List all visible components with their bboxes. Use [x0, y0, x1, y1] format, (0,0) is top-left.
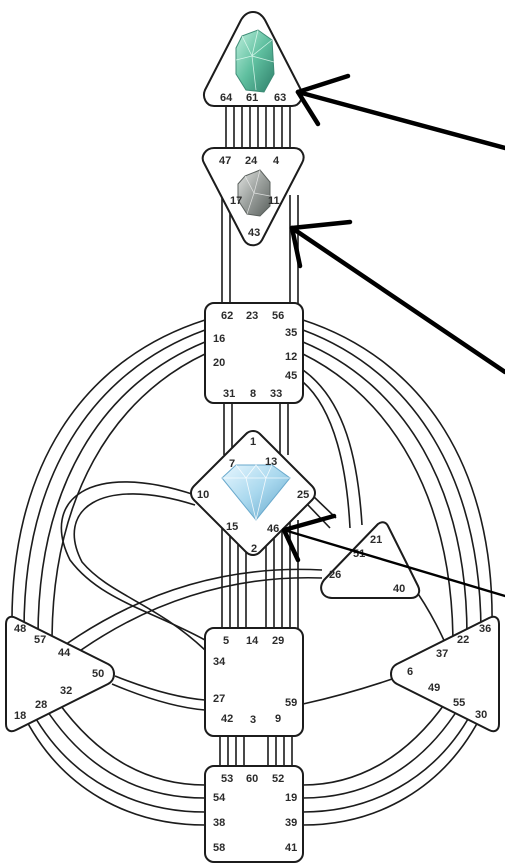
gate-29: 29	[272, 635, 284, 647]
solar-plexus-center[interactable]: 36 22 37 6 49 55 30	[390, 615, 500, 733]
gate-31: 31	[223, 388, 235, 400]
gate-7: 7	[229, 458, 235, 470]
gate-2: 2	[251, 543, 257, 555]
gate-47: 47	[219, 155, 231, 167]
gate-35: 35	[285, 327, 297, 339]
gate-32: 32	[60, 685, 72, 697]
channels	[11, 104, 493, 826]
gate-41: 41	[285, 842, 297, 854]
heart-center[interactable]: 21 51 26 40	[320, 521, 421, 599]
green-crystal-icon	[235, 29, 275, 93]
gate-21: 21	[370, 534, 382, 546]
gate-12: 12	[285, 351, 297, 363]
gate-22: 22	[457, 634, 469, 646]
gate-17: 17	[230, 195, 242, 207]
spleen-center[interactable]: 48 57 44 50 32 28 18	[5, 615, 115, 733]
gate-26: 26	[329, 569, 341, 581]
gate-59: 59	[285, 697, 297, 709]
gate-48: 48	[14, 623, 26, 635]
gate-13: 13	[265, 456, 277, 468]
gate-23: 23	[246, 310, 258, 322]
gate-62: 62	[221, 310, 233, 322]
pointer-arrow-ajna	[289, 219, 505, 375]
g-center[interactable]: 1 7 13 10 25 15 46 2	[190, 430, 316, 556]
gate-11: 11	[268, 195, 280, 207]
gate-46: 46	[267, 523, 279, 535]
gate-37: 37	[436, 648, 448, 660]
gate-57: 57	[34, 634, 46, 646]
gate-25: 25	[297, 489, 309, 501]
gate-40: 40	[393, 583, 405, 595]
ajna-center[interactable]: 47 24 4 17 11 43	[201, 147, 305, 247]
gate-16: 16	[213, 333, 225, 345]
gate-4: 4	[273, 155, 280, 167]
gate-24: 24	[245, 155, 258, 167]
gate-50: 50	[92, 668, 104, 680]
gate-56: 56	[272, 310, 284, 322]
gate-14: 14	[246, 635, 259, 647]
gate-38: 38	[213, 817, 225, 829]
grey-crystal-icon	[237, 169, 271, 217]
gate-44: 44	[58, 647, 71, 659]
gate-30: 30	[475, 709, 487, 721]
gate-58: 58	[213, 842, 225, 854]
gate-18: 18	[14, 710, 26, 722]
throat-center[interactable]: 62 23 56 16 35 20 12 45 31 8 33	[204, 302, 304, 404]
gate-19: 19	[285, 792, 297, 804]
pointer-arrow-head	[295, 73, 505, 151]
gate-55: 55	[453, 697, 465, 709]
gate-20: 20	[213, 357, 225, 369]
gate-8: 8	[250, 388, 256, 400]
gate-34: 34	[213, 656, 226, 668]
gate-60: 60	[246, 773, 258, 785]
root-center[interactable]: 53 60 52 54 19 38 39 58 41	[204, 765, 304, 863]
gate-53: 53	[221, 773, 233, 785]
gate-43: 43	[248, 227, 260, 239]
gate-64: 64	[220, 92, 233, 104]
blue-diamond-icon	[221, 464, 291, 521]
pointer-arrow-g	[281, 513, 505, 598]
gate-36: 36	[479, 623, 491, 635]
gate-54: 54	[213, 792, 226, 804]
sacral-center[interactable]: 5 14 29 34 27 59 42 3 9	[204, 627, 304, 737]
gate-28: 28	[35, 699, 47, 711]
head-center[interactable]: 64 61 63	[203, 11, 303, 107]
gate-9: 9	[275, 713, 281, 725]
gate-63: 63	[274, 92, 286, 104]
gate-49: 49	[428, 682, 440, 694]
gate-15: 15	[226, 521, 238, 533]
gate-52: 52	[272, 773, 284, 785]
gate-45: 45	[285, 370, 297, 382]
gate-27: 27	[213, 693, 225, 705]
gate-6: 6	[407, 666, 413, 678]
gate-5: 5	[223, 635, 229, 647]
gate-3: 3	[250, 714, 256, 726]
gate-1: 1	[250, 436, 256, 448]
gate-33: 33	[270, 388, 282, 400]
gate-39: 39	[285, 817, 297, 829]
gate-10: 10	[197, 489, 209, 501]
gate-42: 42	[221, 713, 233, 725]
gate-61: 61	[246, 92, 258, 104]
